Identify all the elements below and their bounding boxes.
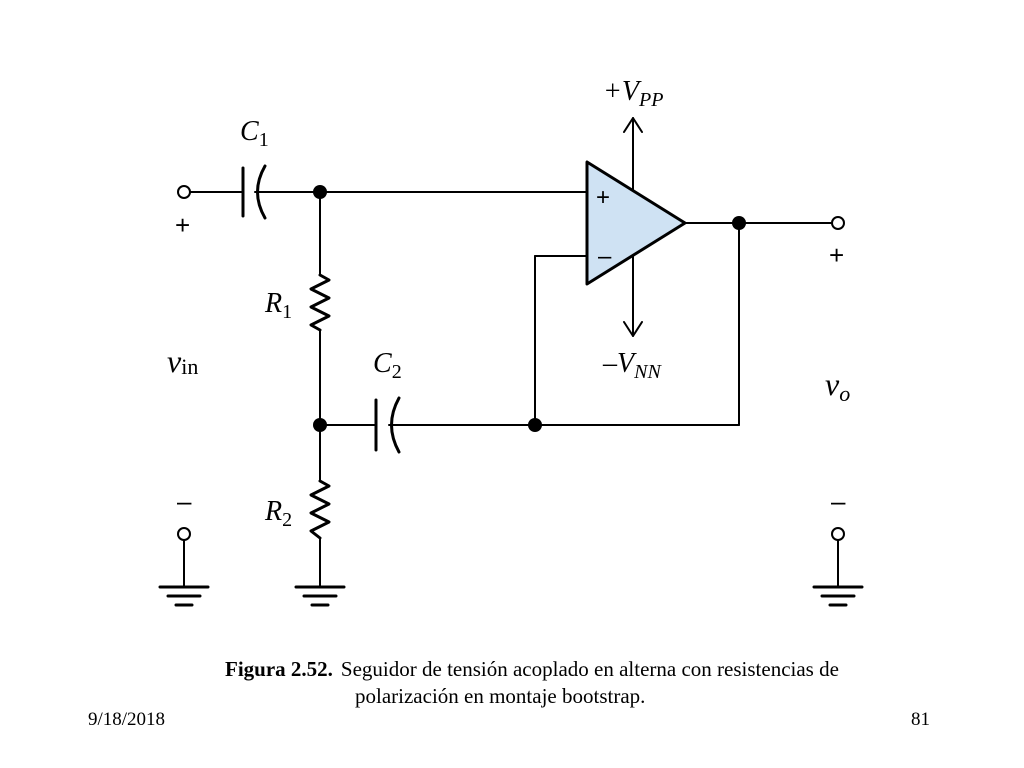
caption-line-1: Seguidor de tensión acoplado en alterna … [340,657,839,681]
caption-line-2: polarización en montaje bootstrap. [355,684,646,708]
ground-symbol-r2 [294,585,346,607]
input-minus-sign: – [177,486,192,516]
page-number: 81 [911,709,930,730]
resistor-r2 [309,479,331,540]
input-terminal [177,185,191,199]
label-c1: C1 [240,116,269,151]
label-vnn: –VNN [602,348,662,383]
footer-date: 9/18/2018 [88,709,166,730]
output-plus-sign: + [829,240,844,270]
op-amp [585,160,687,286]
ground-symbol-input [158,585,210,607]
input-minus-terminal [177,527,191,541]
output-terminal [831,216,845,230]
label-c2: C2 [373,348,402,383]
circuit-diagram: C1 C2 R1 R2 +VPP –VNN vin vo + – + – + – [158,76,864,607]
junction-dot-output [732,216,746,230]
opamp-minus-sign: – [598,243,612,270]
output-minus-sign: – [831,486,846,516]
supply-negative-arrow [623,321,643,337]
label-vo: vo [825,366,850,406]
label-vin: vin [167,343,198,379]
junction-dot-input [313,185,327,199]
figure-caption: Figura 2.52. Seguidor de tensión acoplado… [225,656,925,710]
input-plus-sign: + [175,210,190,240]
ground-symbol-output [812,585,864,607]
figure-number: Figura 2.52. [225,657,333,681]
label-vpp: +VPP [603,76,663,111]
resistor-r1 [309,273,331,332]
label-r1: R1 [264,288,292,323]
junction-dot-feedback [528,418,542,432]
junction-dot-r1-r2 [313,418,327,432]
label-r2: R2 [264,496,292,531]
opamp-plus-sign: + [596,184,610,211]
supply-positive-arrow [623,117,643,133]
output-minus-terminal [831,527,845,541]
